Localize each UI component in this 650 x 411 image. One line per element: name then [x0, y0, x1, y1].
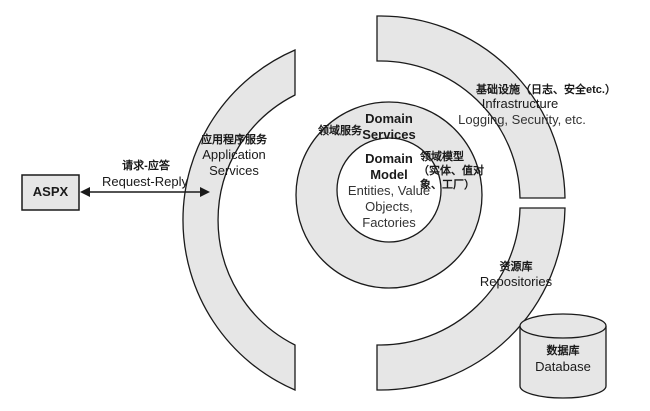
infrastructure-en-line2: Logging, Security, etc. [458, 112, 586, 127]
domain-model-cn-line3: 象、工厂） [420, 179, 475, 191]
aspx-box [21, 174, 80, 211]
database-cylinder-top [519, 313, 607, 339]
database-cn-label: 数据库 [546, 345, 580, 357]
aspx-label: ASPX [32, 184, 69, 199]
database-en-label: Database [535, 359, 591, 374]
domain-services-en-line2: Services [362, 127, 416, 142]
application-services-ring [182, 49, 296, 391]
domain-model-en-line3: Entities, Value [347, 183, 431, 198]
domain-model-cn-line2: （实体、值对 [418, 165, 484, 177]
application-services-en-line2: Services [209, 163, 259, 178]
application-services-cn-label: 应用程序服务 [201, 134, 267, 146]
infrastructure-cn-label: 基础设施（日志、安全etc.） [476, 84, 616, 96]
infrastructure-en-line1: Infrastructure [481, 96, 559, 111]
database-cylinder-body [519, 326, 607, 399]
domain-model-en-line2: Model [370, 167, 408, 182]
domain-services-en-line1: Domain [365, 111, 413, 126]
domain-model-en-line5: Factories [362, 215, 416, 230]
application-services-en-line1: Application [202, 147, 266, 162]
repositories-cn-label: 资源库 [499, 261, 533, 273]
infrastructure-ring [376, 15, 566, 199]
domain-model-cn-line1: 领域模型 [420, 151, 464, 163]
repositories-ring [376, 207, 566, 391]
domain-model-core [336, 137, 442, 243]
arrow-head-right-icon [200, 187, 210, 197]
domain-model-en-line4: Objects, [365, 199, 413, 214]
domain-services-cn-label: 领域服务 [318, 125, 362, 137]
arrow-head-left-icon [80, 187, 90, 197]
request-reply-cn-label: 请求-应答 [122, 160, 170, 172]
request-reply-en-label: Request-Reply [102, 174, 188, 189]
repositories-en-label: Repositories [479, 274, 553, 289]
domain-model-en-line1: Domain [365, 151, 413, 166]
